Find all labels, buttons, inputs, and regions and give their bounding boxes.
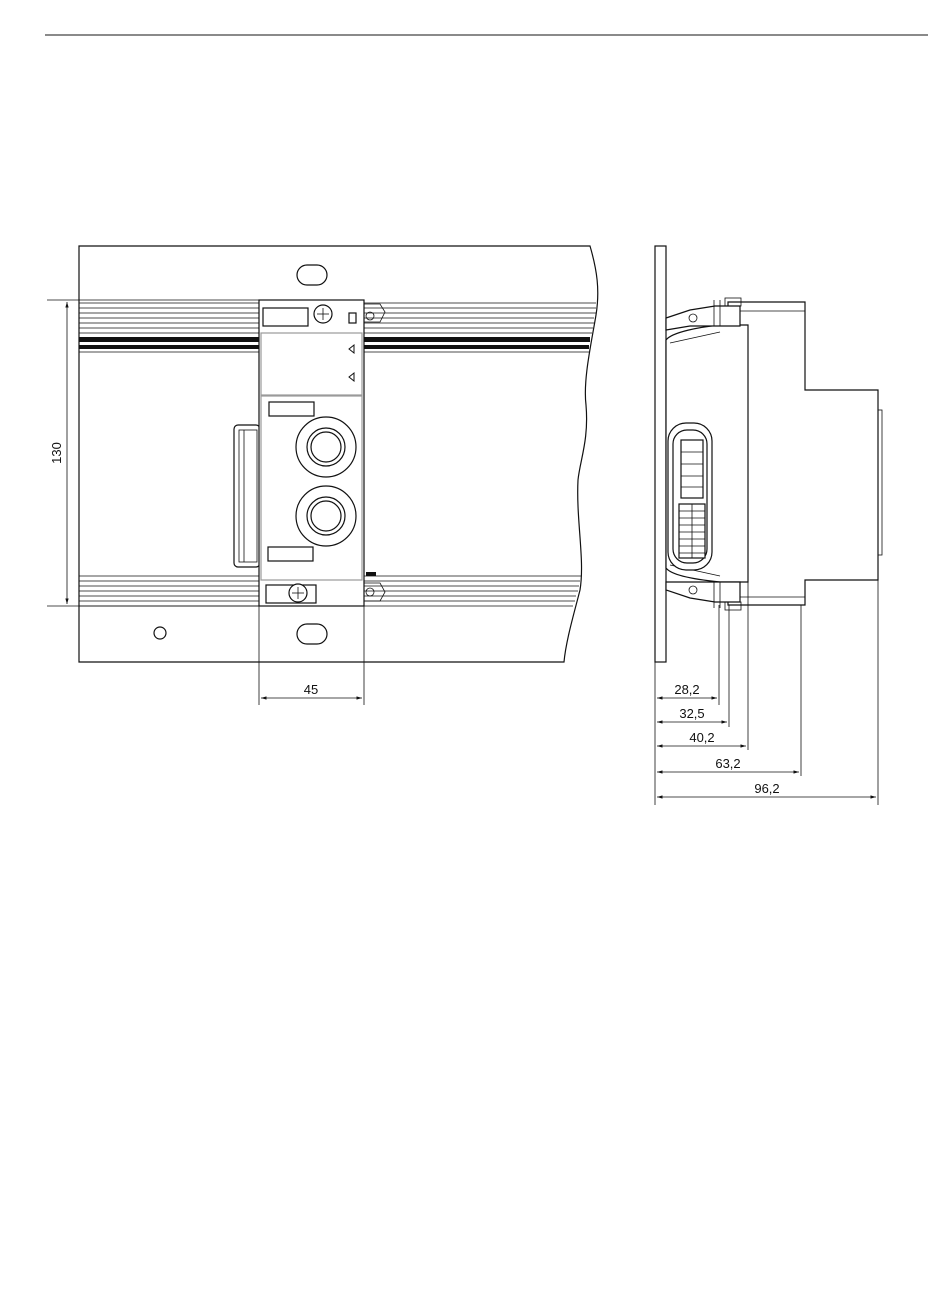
side-body xyxy=(728,302,878,605)
dimension-depth-label: 63,2 xyxy=(715,756,740,771)
connector-lower xyxy=(296,486,356,546)
mounting-hole xyxy=(154,627,166,639)
dimension-width-label: 45 xyxy=(304,682,318,697)
dimension-depth-label: 28,2 xyxy=(674,682,699,697)
dimension-depth-label: 96,2 xyxy=(754,781,779,796)
dimension-depth-label: 40,2 xyxy=(689,730,714,745)
side-rail-clip-top xyxy=(666,306,740,330)
adjacent-module xyxy=(234,425,260,567)
front-view: 130 45 xyxy=(47,246,598,705)
slot-top xyxy=(297,265,327,285)
slot-bottom xyxy=(297,624,327,644)
side-view: 28,2 32,5 40,2 63,2 96,2 xyxy=(655,246,882,805)
side-mounting-plate xyxy=(655,246,666,662)
side-rail-clip-bottom xyxy=(666,582,740,602)
dimension-height-label: 130 xyxy=(49,442,64,464)
side-plug-connector xyxy=(668,423,712,570)
dimension-depth-label: 32,5 xyxy=(679,706,704,721)
connector-upper xyxy=(296,417,356,477)
